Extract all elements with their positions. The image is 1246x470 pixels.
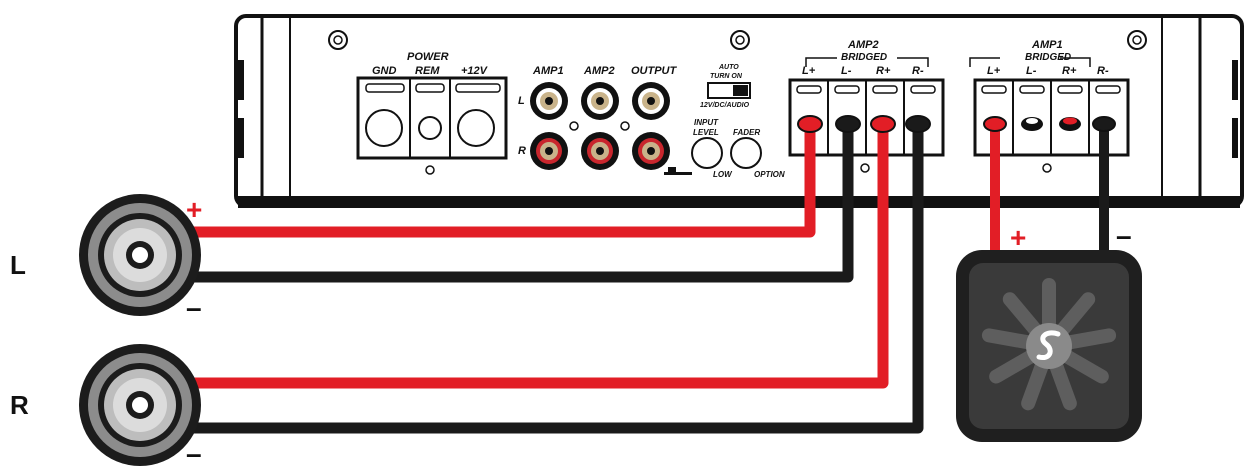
right-minus-sign: – [186,438,202,469]
power-title: POWER [407,51,449,63]
rca-output-left [632,82,670,120]
rca-amp2-left [581,82,619,120]
wires [172,120,1109,434]
plus12-label: +12V [461,65,487,77]
switch-line1: AUTO [719,64,739,71]
left-plus-sign: + [186,194,203,225]
amp1-terminal-label: L+ [987,65,1001,77]
amp2-terminal-label: L+ [802,65,816,77]
rca-jacks [530,82,670,170]
low-label: LOW [713,170,732,179]
screw-icon [328,30,348,50]
right-speaker-label: R [10,390,29,420]
amp2-bridged: BRIDGED [841,52,888,63]
screw-icon [730,30,750,50]
sub-plus-sign: + [1010,222,1027,253]
rca-amp1-left [530,82,568,120]
auto-turn-on-switch [707,82,751,99]
power-terminal-block [356,76,508,175]
left-speaker-icon [79,194,201,316]
left-speaker-label: L [10,250,26,280]
rca-amp1-right [530,132,568,170]
wire-left-positive [172,120,816,238]
amp2-bridged-bracket [805,57,1091,67]
screw-icon [1127,30,1147,50]
input-level-knob [691,137,723,169]
wire-left-negative [172,120,854,283]
subwoofer-icon [956,250,1142,442]
amp1-terminal-label: R+ [1062,65,1077,77]
terminal-screws [797,115,1116,133]
rca-left-label: L [518,95,525,107]
wire-right-positive [172,120,889,389]
level-label: LEVEL [693,128,719,137]
wire-right-negative [172,120,924,434]
sub-minus-sign: – [1116,220,1132,251]
amp2-terminal-label: R- [912,65,924,77]
low-indicator-icon [664,167,692,175]
rca-output-label: OUTPUT [631,65,677,77]
amp1-terminal-label: R- [1097,65,1109,77]
left-minus-sign: – [186,292,202,323]
rca-output-right [632,132,670,170]
amp2-terminal-label: R+ [876,65,891,77]
amp1-bridged: BRIDGED [1025,52,1072,63]
amp1-terminal-label: L- [1026,65,1037,77]
fader-label: FADER [733,128,761,137]
switch-line2: TURN ON [710,73,742,80]
amp2-terminal-label: L- [841,65,852,77]
right-speaker-icon [79,344,201,466]
rca-amp2-label: AMP2 [584,65,615,77]
rem-label: REM [415,65,440,77]
rca-amp2-right [581,132,619,170]
fader-knob [730,137,762,169]
amp1-title: AMP1 [1032,39,1063,51]
switch-line3: 12V/DC/AUDIO [700,102,750,109]
input-label: INPUT [694,118,718,127]
gnd-label: GND [372,65,397,77]
option-label: OPTION [754,170,785,179]
rca-amp1-label: AMP1 [533,65,564,77]
rca-right-label: R [518,145,526,157]
amp2-title: AMP2 [848,39,879,51]
